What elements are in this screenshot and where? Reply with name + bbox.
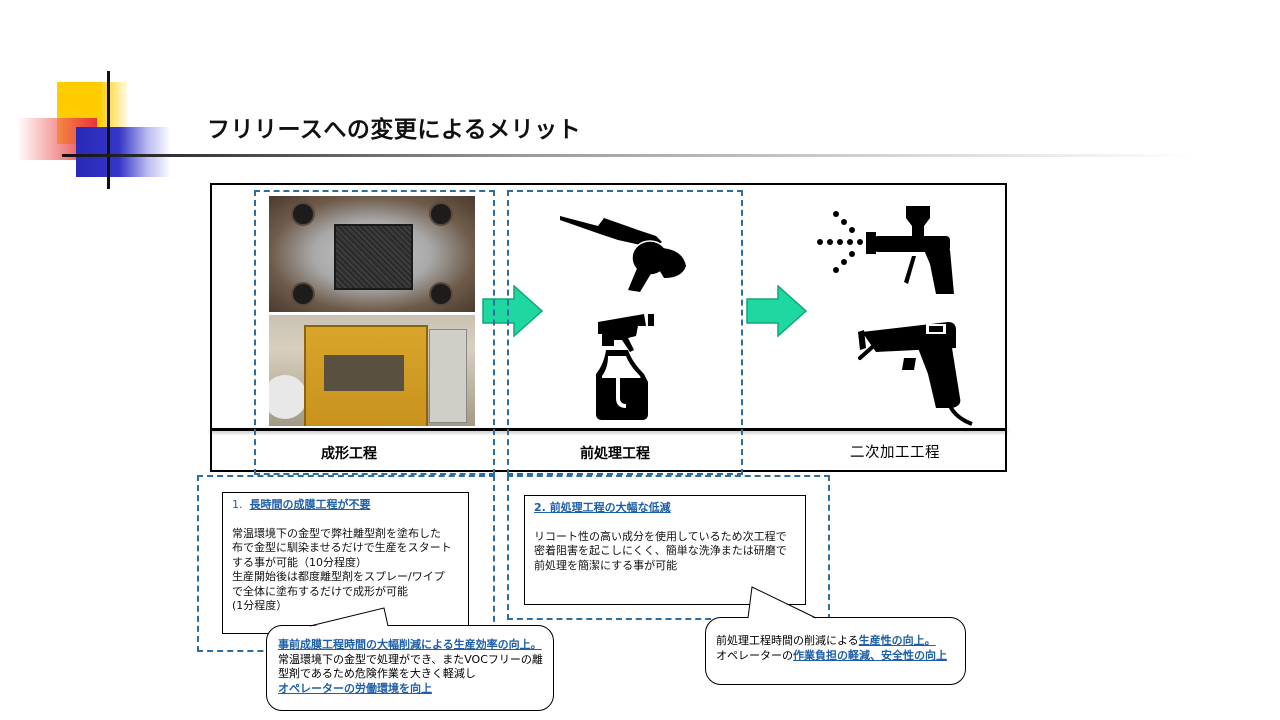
mold-cavity [334, 224, 413, 290]
note-line: 布で金型に馴染ませるだけで生産をスタート [232, 541, 452, 554]
arrow-right-icon [746, 285, 808, 337]
note-1-heading: 1. 長時間の成膜工程が不要 [232, 498, 458, 513]
arrow-right-icon [482, 285, 544, 337]
note-2: 2. 前処理工程の大幅な低減 リコート性の高い成分を使用しているため次工程で 密… [524, 495, 806, 605]
note-2-group [507, 475, 830, 620]
process-label-divider [210, 428, 1007, 431]
glue-gun-icon [858, 322, 973, 426]
note-line: 生産開始後は都度離型剤をスプレー/ワイプ [232, 570, 445, 583]
note-line: 密着阻害を起こしにくく、簡単な洗浄または研磨で [534, 544, 787, 557]
callout-2-text: 前処理工程時間の削減による [716, 634, 859, 647]
decor-vertical-line [107, 71, 110, 189]
step-1-group [254, 190, 495, 475]
title-underline [62, 154, 1197, 157]
mold-hole [429, 202, 453, 226]
note-1-title: 長時間の成膜工程が不要 [249, 498, 371, 511]
callout-2-pointer [747, 586, 817, 619]
press-bag [269, 375, 307, 419]
slide-title: フリリースへの変更によるメリット [207, 117, 582, 143]
press-control-panel [429, 329, 467, 423]
note-line: で全体に塗布するだけで成形が可能 [232, 584, 408, 598]
callout-1-highlight: 事前成膜工程時間の大幅削減による生産効率の向上。 [278, 638, 542, 651]
note-line: リコート性の高い成分を使用しているため次工程で [534, 529, 787, 543]
decor-blue-square [76, 127, 171, 177]
process-panel [210, 183, 1007, 472]
step-2-group [507, 190, 743, 475]
callout-2-highlight: 作業負担の軽減、安全性の向上 [793, 648, 947, 662]
callout-2-text: オペレーターの [716, 648, 793, 662]
note-line: 常温環境下の金型で弊社離型剤を塗布した [232, 526, 441, 540]
note-line: (1分程度） [232, 599, 288, 612]
note-2-heading: 2. 前処理工程の大幅な低減 [534, 501, 796, 516]
callout-1: 事前成膜工程時間の大幅削減による生産効率の向上。常温環境下の金型で処理ができ、ま… [266, 625, 554, 711]
callout-1-text: 常温環境下の金型で処理ができ、またVOCフリーの離型剤であるため危険作業を大きく… [278, 652, 543, 681]
mold-hole [291, 202, 315, 226]
note-1-number: 1. [232, 498, 243, 511]
step-label-pretreatment: 前処理工程 [580, 446, 650, 462]
mold-hole [429, 282, 453, 306]
callout-2: 前処理工程時間の削減による生産性の向上。オペレーターの作業負担の軽減、安全性の向… [705, 617, 966, 685]
press-machine-photo [269, 315, 475, 426]
note-1: 1. 長時間の成膜工程が不要 常温環境下の金型で弊社離型剤を塗布した 布で金型に馴… [222, 492, 469, 634]
mold-photo [269, 196, 475, 312]
note-line: 前処理を簡潔にする事が可能 [534, 558, 678, 572]
molding-photos [269, 196, 475, 426]
note-2-body: リコート性の高い成分を使用しているため次工程で 密着阻害を起こしにくく、簡単な洗… [534, 530, 796, 574]
angle-grinder-icon [560, 216, 686, 292]
spray-gun-icon [817, 206, 954, 294]
note-1-body: 常温環境下の金型で弊社離型剤を塗布した 布で金型に馴染ませるだけで生産をスタート… [232, 527, 458, 614]
press-bed [324, 355, 404, 391]
callout-1-highlight: オペレーターの労働環境を向上 [278, 681, 432, 695]
step-label-molding: 成形工程 [321, 446, 377, 462]
spray-bottle-icon [596, 314, 654, 420]
mold-hole [291, 282, 315, 306]
step-label-secondary-processing: 二次加工工程 [850, 445, 940, 461]
note-line: する事が可能（10分程度） [232, 555, 367, 569]
callout-1-pointer [309, 607, 389, 627]
callout-2-highlight: 生産性の向上。 [858, 634, 936, 647]
note-2-title: 前処理工程の大幅な低減 [549, 501, 671, 514]
note-2-number: 2. [534, 501, 546, 514]
